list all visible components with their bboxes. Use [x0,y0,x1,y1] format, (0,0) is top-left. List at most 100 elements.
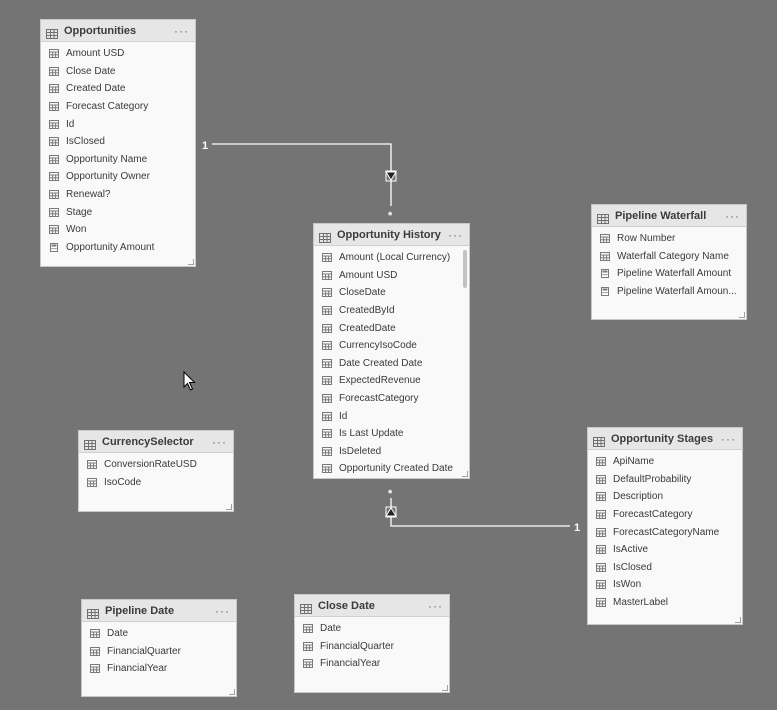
field-apiname[interactable]: ApiName [588,453,742,471]
field-label: FinancialQuarter [320,640,394,652]
table-field-icon [322,323,332,333]
table-header[interactable]: Opportunity History··· [314,224,469,246]
field-created-date[interactable]: Created Date [41,80,195,98]
resize-handle[interactable] [442,685,448,691]
field-label: Amount (Local Currency) [339,252,451,264]
field-isclosed[interactable]: IsClosed [588,559,742,577]
field-date[interactable]: Date [82,625,236,643]
field-currencyisocode[interactable]: CurrencyIsoCode [314,337,469,355]
table-header[interactable]: CurrencySelector··· [79,431,233,453]
field-financialquarter[interactable]: FinancialQuarter [295,638,449,656]
table-field-icon [90,664,100,674]
table-card-currency-selector[interactable]: CurrencySelector··· ConversionRateUSD IsoC… [78,430,234,512]
relationship-opportunities-history[interactable] [212,143,392,206]
field-id[interactable]: Id [41,115,195,133]
field-isactive[interactable]: IsActive [588,541,742,559]
calculator-icon [49,242,59,252]
table-field-icon [322,446,332,456]
table-field-icon [49,49,59,59]
field-amount-local-currency[interactable]: Amount (Local Currency) [314,249,469,267]
field-opportunity-created-date[interactable]: Opportunity Created Date [314,460,469,478]
field-financialyear[interactable]: FinancialYear [295,655,449,673]
field-close-date[interactable]: Close Date [41,63,195,81]
table-header[interactable]: Close Date··· [295,595,449,617]
field-date[interactable]: Date [295,620,449,638]
field-amount-usd[interactable]: Amount USD [314,267,469,285]
field-createdbyid[interactable]: CreatedById [314,302,469,320]
resize-handle[interactable] [229,689,235,695]
field-stage[interactable]: Stage [41,203,195,221]
field-opportunity-amount[interactable]: Opportunity Amount [41,239,195,257]
field-forecastcategoryname[interactable]: ForecastCategoryName [588,523,742,541]
resize-handle[interactable] [739,312,745,318]
table-field-icon [322,270,332,280]
table-header[interactable]: Pipeline Waterfall··· [592,205,746,227]
scrollbar-thumb[interactable] [463,250,467,288]
more-options-icon[interactable]: ··· [212,434,227,449]
field-iswon[interactable]: IsWon [588,576,742,594]
field-label: ExpectedRevenue [339,375,421,387]
field-opportunity-owner[interactable]: Opportunity Owner [41,168,195,186]
table-header[interactable]: Pipeline Date··· [82,600,236,622]
more-options-icon[interactable]: ··· [725,208,740,223]
field-waterfall-category-name[interactable]: Waterfall Category Name [592,248,746,266]
field-closedate[interactable]: CloseDate [314,284,469,302]
table-title: Opportunity Stages [611,432,714,445]
more-options-icon[interactable]: ··· [215,603,230,618]
table-card-opportunity-history[interactable]: Opportunity History··· Amount (Local Curr… [313,223,470,479]
more-options-icon[interactable]: ··· [174,23,189,38]
field-conversionrateusd[interactable]: ConversionRateUSD [79,456,233,474]
resize-handle[interactable] [226,504,232,510]
field-isocode[interactable]: IsoCode [79,474,233,492]
field-won[interactable]: Won [41,221,195,239]
more-options-icon[interactable]: ··· [448,227,463,242]
table-field-icon [87,460,97,470]
field-label: CreatedById [339,305,395,317]
filter-arrow-box-bottom [385,506,397,518]
field-forecastcategory[interactable]: ForecastCategory [588,506,742,524]
field-renewal[interactable]: Renewal? [41,186,195,204]
field-financialquarter[interactable]: FinancialQuarter [82,643,236,661]
field-amount-usd[interactable]: Amount USD [41,45,195,63]
resize-handle[interactable] [462,471,468,477]
field-pipeline-waterfall-amount[interactable]: Pipeline Waterfall Amount [592,265,746,283]
table-field-icon [303,659,313,669]
field-description[interactable]: Description [588,488,742,506]
field-isclosed[interactable]: IsClosed [41,133,195,151]
table-header[interactable]: Opportunity Stages ··· [588,428,742,450]
field-id[interactable]: Id [314,407,469,425]
table-header[interactable]: Opportunities··· [41,20,195,42]
more-options-icon[interactable]: ··· [428,598,443,613]
filter-direction-down-icon [385,171,397,181]
field-isdeleted[interactable]: IsDeleted [314,443,469,461]
field-defaultprobability[interactable]: DefaultProbability [588,471,742,489]
field-createddate[interactable]: CreatedDate [314,319,469,337]
field-forecast-category[interactable]: Forecast Category [41,98,195,116]
field-label: ConversionRateUSD [104,459,197,471]
field-financialyear[interactable]: FinancialYear [82,660,236,678]
more-options-icon[interactable]: ··· [721,431,736,446]
field-expectedrevenue[interactable]: ExpectedRevenue [314,372,469,390]
field-forecastcategory[interactable]: ForecastCategory [314,390,469,408]
field-pipeline-waterfall-amoun[interactable]: Pipeline Waterfall Amoun... [592,283,746,301]
field-date-created-date[interactable]: Date Created Date [314,355,469,373]
table-field-icon [49,207,59,217]
field-masterlabel[interactable]: MasterLabel [588,594,742,612]
relationship-many-label-top: * [388,210,393,222]
table-icon [597,211,609,224]
field-label: Description [613,491,664,503]
field-opportunity-name[interactable]: Opportunity Name [41,151,195,169]
field-is-last-update[interactable]: Is Last Update [314,425,469,443]
table-field-icon [303,624,313,634]
field-label: Waterfall Category Name [617,250,729,262]
relationship-stages-history[interactable] [390,498,570,527]
resize-handle[interactable] [188,259,194,265]
resize-handle[interactable] [735,617,741,623]
field-row-number[interactable]: Row Number [592,230,746,248]
